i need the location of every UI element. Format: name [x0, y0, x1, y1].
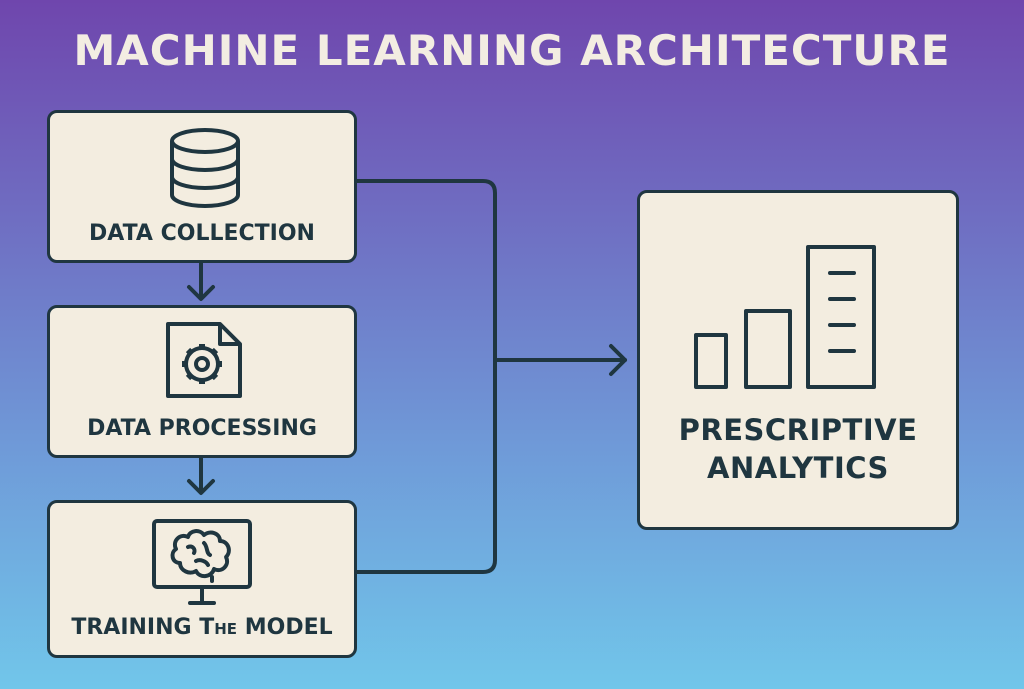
bar-chart-icon: [694, 245, 876, 389]
brain-monitor-icon: [152, 519, 252, 605]
prescriptive-label-line2: ANALYTICS: [707, 451, 889, 485]
data-processing-label: DATA PROCESSING: [87, 416, 317, 441]
arrowhead-to-analytics: [609, 344, 627, 376]
training-label-part1: TRAINING: [71, 615, 200, 640]
prescriptive-label-line1: PRESCRIPTIVE: [678, 413, 918, 447]
gear-document-icon: [166, 322, 242, 398]
merge-bracket-connector: [355, 179, 497, 574]
node-data-processing: DATA PROCESSING: [47, 305, 357, 458]
training-label-part2: The: [199, 615, 238, 640]
diagram-title: MACHINE LEARNING ARCHITECTURE: [73, 26, 951, 75]
training-label-part3: MODEL: [237, 615, 333, 640]
node-data-collection: DATA COLLECTION: [47, 110, 357, 263]
arrowhead-collection-to-processing: [187, 285, 215, 301]
database-icon: [170, 128, 240, 208]
prescriptive-analytics-label: PRESCRIPTIVE ANALYTICS: [640, 411, 956, 487]
node-training-model: TRAINING The MODEL: [47, 500, 357, 658]
training-model-label: TRAINING The MODEL: [50, 615, 354, 640]
arrowhead-processing-to-training: [187, 479, 215, 495]
data-collection-label: DATA COLLECTION: [89, 221, 315, 246]
node-prescriptive-analytics: PRESCRIPTIVE ANALYTICS: [637, 190, 959, 530]
